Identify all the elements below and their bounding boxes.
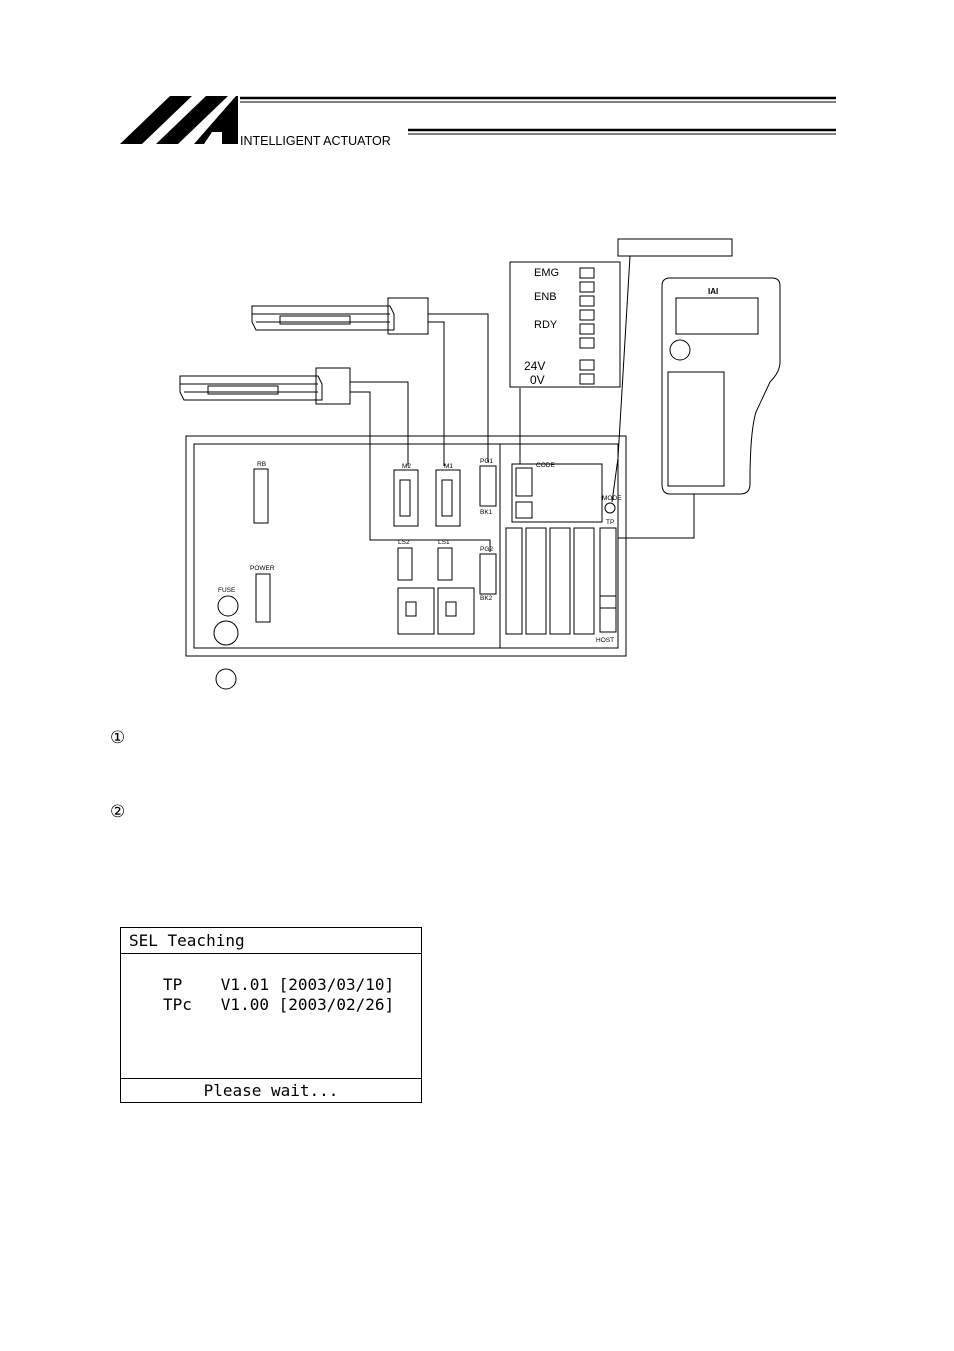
- signal-terminal-box: [509, 261, 621, 388]
- power-label: POWER: [250, 565, 275, 572]
- m2-label: M2: [402, 463, 411, 470]
- wire-actuator2-pg2: [350, 391, 491, 552]
- code-switch-area: [511, 463, 603, 523]
- intelligent-actuator-logo: INTELLIGENT ACTUATOR: [120, 96, 836, 148]
- pendant-screen: SEL Teaching TP V1.01 [2003/03/10] TPc V…: [120, 927, 422, 1103]
- bk2-label: BK2: [480, 595, 493, 602]
- ls1-label: LS1: [438, 539, 450, 546]
- pg2-connector: [479, 553, 497, 595]
- wire-actuator2-m2: [350, 381, 409, 466]
- controller-panel: [185, 435, 627, 657]
- brake-unit-left: [397, 587, 435, 635]
- code-label: CODE: [536, 462, 555, 469]
- card-slot-2: [525, 527, 547, 635]
- rb-connector: [253, 468, 269, 524]
- card-slot-3: [549, 527, 571, 635]
- actuator-1: [251, 297, 429, 335]
- m2-connector: [393, 469, 419, 527]
- tp-label: TP: [606, 519, 614, 526]
- ls1-connector: [437, 547, 453, 581]
- screen-status: Please wait...: [121, 1078, 421, 1102]
- m1-label: M1: [444, 463, 453, 470]
- card-slot-1: [505, 527, 523, 635]
- card-slot-4: [573, 527, 595, 635]
- m1-connector: [435, 469, 461, 527]
- logo-slash-1: [120, 96, 192, 144]
- ground-terminal: [213, 620, 239, 646]
- host-label: HOST: [596, 637, 614, 644]
- logo-slash-2: [156, 96, 228, 144]
- pendant-brand: IAI: [708, 287, 718, 296]
- signal-enb-label: ENB: [534, 291, 557, 303]
- power-connector: [255, 573, 271, 623]
- wire-pendant-tp: [618, 494, 695, 539]
- teach-pendant: [661, 277, 781, 495]
- ls2-label: LS2: [398, 539, 410, 546]
- callout-label-box: [617, 238, 733, 257]
- power-24v-label: 24V: [524, 359, 545, 373]
- signal-rdy-label: RDY: [534, 319, 558, 331]
- pg1-label: PG1: [480, 458, 493, 465]
- fuse-holder: [217, 595, 239, 617]
- brand-text: INTELLIGENT ACTUATOR: [240, 134, 391, 148]
- pg2-label: PG2: [480, 546, 493, 553]
- bk1-label: BK1: [480, 509, 493, 516]
- wire-actuator1-m1: [428, 313, 489, 462]
- tpc-version-line: TPc V1.00 [2003/02/26]: [163, 995, 395, 1014]
- step-marker-2: ②: [110, 802, 126, 822]
- host-connector: [599, 595, 617, 633]
- mode-label: MODE: [602, 495, 622, 502]
- power-0v-label: 0V: [530, 373, 545, 387]
- brake-unit-right: [437, 587, 475, 635]
- mode-switch: [604, 502, 616, 514]
- screen-title: SEL Teaching: [121, 928, 421, 954]
- fuse-label: FUSE: [218, 587, 236, 594]
- tp-version-line: TP V1.01 [2003/03/10]: [163, 975, 395, 994]
- step-marker-1: ①: [110, 728, 126, 748]
- controller-wiring-figure: EMG ENB RDY 24V 0V RB M2 M1 PG1 BK1 PG2 …: [179, 238, 781, 690]
- logo-a-shape: [194, 96, 238, 144]
- pg1-connector: [479, 465, 497, 507]
- ls2-connector: [397, 547, 413, 581]
- actuator-2: [179, 367, 351, 405]
- signal-emg-label: EMG: [534, 267, 559, 279]
- rb-label: RB: [257, 461, 266, 468]
- tp-connector: [599, 527, 617, 609]
- wire-actuator1-pg1: [428, 321, 445, 466]
- wire-callout: [611, 255, 631, 503]
